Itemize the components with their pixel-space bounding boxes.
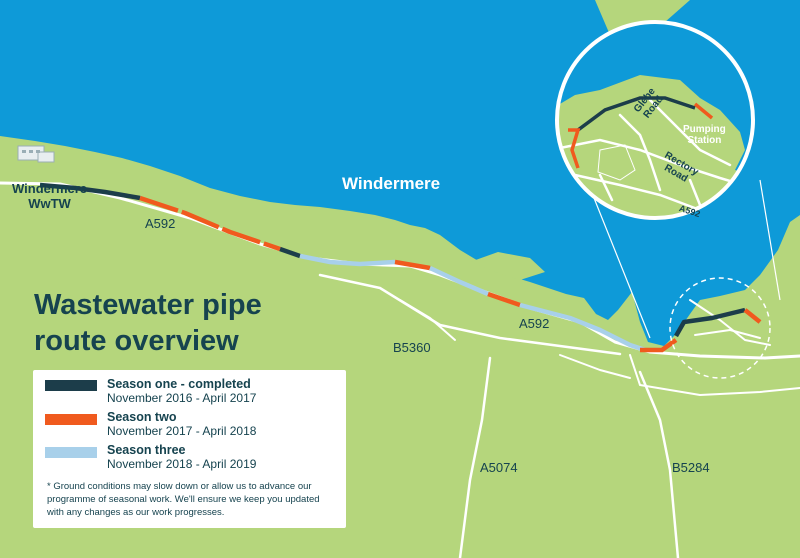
road-b5284 — [638, 370, 680, 558]
legend-item-season-one: Season one - completed November 2016 - A… — [107, 377, 256, 405]
map-title-line2: route overview — [34, 325, 239, 357]
inset-map — [557, 22, 753, 218]
label-pumping-line1: Pumping — [683, 124, 726, 135]
legend-swatch-season-one — [45, 380, 97, 391]
inset-connector-right — [759, 179, 781, 301]
route-season-one-west — [39, 182, 141, 201]
road-minor-2 — [399, 299, 456, 341]
legend-swatch-season-two — [45, 414, 97, 425]
legend-swatch-season-three — [45, 447, 97, 458]
legend-item-season-two: Season two November 2017 - April 2018 — [107, 410, 256, 438]
label-road-a592-east: A592 — [519, 316, 550, 331]
island-bank — [470, 252, 545, 280]
label-pumping-line2: Station — [687, 135, 722, 146]
label-wwtw-line2: WwTW — [28, 196, 71, 211]
map-title-line1: Wastewater pipe — [34, 289, 262, 321]
label-windermere-wwtw: Windermere WwTW — [12, 181, 87, 211]
legend-panel: Season one - completed November 2016 - A… — [33, 370, 346, 528]
road-network — [0, 181, 800, 558]
route-season-three-c — [519, 302, 646, 353]
legend-dates-season-one: November 2016 - April 2017 — [107, 391, 257, 405]
route-season-three-a — [299, 253, 396, 267]
route-season-one-east — [674, 307, 746, 338]
pipe-route — [39, 182, 762, 353]
route-season-two-west — [139, 195, 281, 252]
legend-title-season-one: Season one - completed — [107, 377, 251, 391]
route-season-three-b — [429, 265, 489, 297]
label-pumping-station: Pumping Station — [683, 124, 726, 146]
road-a5074 — [458, 356, 492, 558]
inset-border — [555, 20, 755, 220]
label-wwtw-line1: Windermere — [12, 181, 88, 196]
label-road-b5360: B5360 — [393, 340, 431, 355]
inset-focus-circle — [669, 277, 771, 379]
road-minor-1 — [629, 354, 800, 396]
route-season-two-b — [394, 259, 431, 271]
road-b5360 — [318, 273, 622, 356]
legend-title-season-three: Season three — [107, 443, 186, 457]
legend-item-season-three: Season three November 2018 - April 2019 — [107, 443, 256, 471]
route-season-two-d — [640, 338, 678, 353]
legend-dates-season-two: November 2017 - April 2018 — [107, 424, 257, 438]
route-season-two-c — [487, 291, 521, 308]
headland — [595, 0, 690, 35]
map-title: Wastewater pipe route overview — [34, 287, 334, 359]
legend-dates-season-three: November 2018 - April 2019 — [107, 457, 257, 471]
legend-footnote: * Ground conditions may slow down or all… — [47, 481, 320, 518]
route-season-two-e — [743, 308, 762, 324]
route-season-one-mid — [279, 246, 301, 259]
label-road-a5074: A5074 — [480, 460, 518, 475]
label-road-a592-west: A592 — [145, 216, 176, 231]
legend-title-season-two: Season two — [107, 410, 177, 424]
road-minor-4 — [694, 329, 761, 339]
road-minor-5 — [559, 354, 631, 379]
wwtw-building-icon — [17, 145, 55, 163]
label-road-b5284: B5284 — [672, 460, 710, 475]
label-lake-windermere: Windermere — [342, 174, 441, 193]
